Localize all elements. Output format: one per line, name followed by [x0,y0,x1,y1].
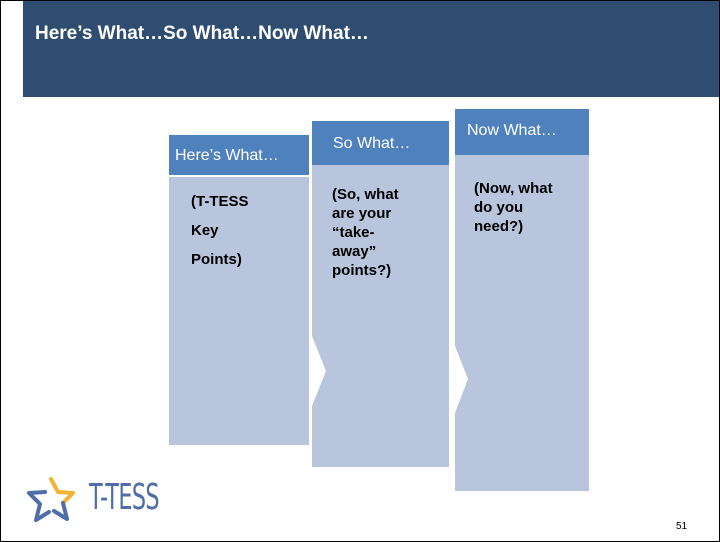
logo-wordmark: T-TESS [89,477,160,518]
column-2-line: are your [332,205,392,222]
column-2-line: “take- [332,224,375,241]
column-3-header-label: Now What… [467,122,557,139]
column-2-text: (So, what are your “take- away” points?) [332,185,442,280]
column-2-line: points?) [332,262,392,279]
column-3-line: need?) [474,218,524,235]
t-tess-logo: T-TESS [23,475,183,525]
star-logo-icon [27,477,75,522]
slide-title: Here’s What…So What…Now What… [35,23,369,44]
column-2-header: So What… [312,121,449,165]
column-3-line: (Now, what [474,180,553,197]
column-2-line: away” [332,243,377,260]
column-3-line: do you [474,199,524,216]
column-1-line: Key [191,222,219,239]
column-3-header: Now What… [455,109,589,155]
column-1-line: (T-TESS [191,193,249,210]
column-2-line: (So, what [332,186,399,203]
page-number: 51 [676,521,688,532]
column-1-text: (T-TESS Key Points) [191,187,301,274]
title-bar: Here’s What…So What…Now What… [23,1,719,97]
column-1-header: Here’s What… [169,135,309,175]
column-2-header-label: So What… [333,135,411,152]
column-3-text: (Now, what do you need?) [474,179,586,236]
column-1-line: Points) [191,251,242,268]
column-1-header-label: Here’s What… [175,147,279,164]
